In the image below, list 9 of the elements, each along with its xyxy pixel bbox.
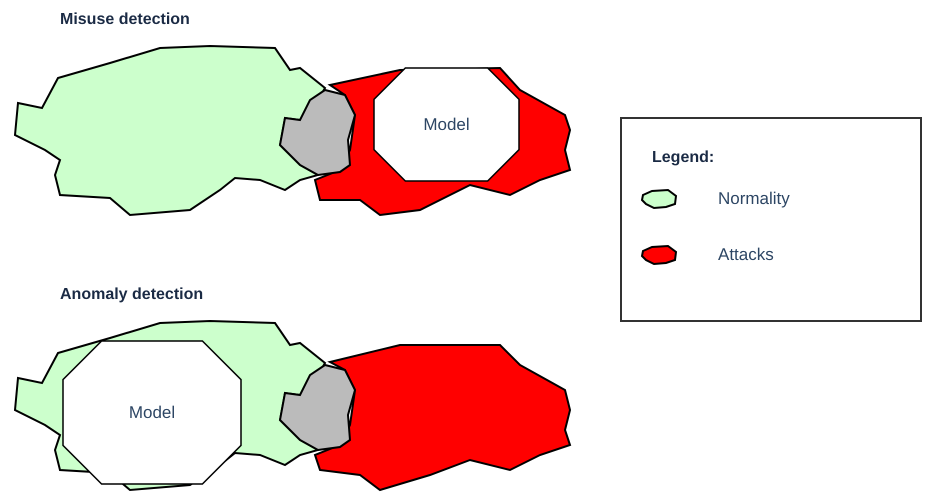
panel-title: Misuse detection bbox=[60, 10, 190, 30]
legend-heading: Legend: bbox=[652, 148, 714, 168]
panel-title: Anomaly detection bbox=[60, 285, 204, 305]
legend-text: Normality bbox=[718, 188, 790, 210]
model-label: Model bbox=[423, 114, 470, 136]
model-octagon bbox=[373, 67, 520, 182]
model-octagon bbox=[62, 340, 242, 485]
model-label: Model bbox=[128, 402, 176, 424]
legend-text: Attacks bbox=[718, 244, 774, 266]
